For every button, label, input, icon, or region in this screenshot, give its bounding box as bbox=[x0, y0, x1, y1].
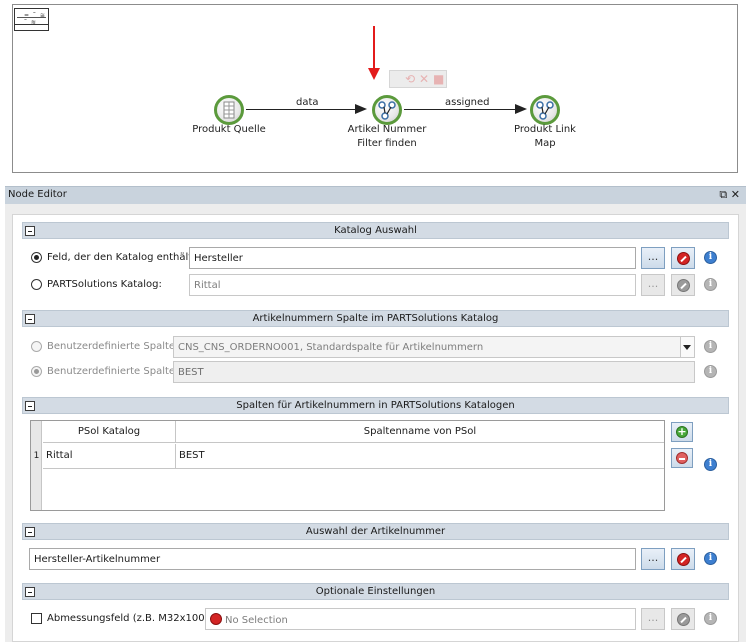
flow-canvas[interactable]: = ˜ ≅ ˜ ≋ bbox=[12, 4, 738, 173]
collapse-icon[interactable] bbox=[25, 527, 35, 537]
edge-assigned-arrow bbox=[515, 104, 527, 114]
section-title: Spalten für Artikelnummern in PARTSoluti… bbox=[236, 400, 515, 411]
partsolutions-clear-button[interactable] bbox=[671, 274, 695, 296]
edge-data-arrow bbox=[355, 104, 367, 114]
column-header-psol-katalog[interactable]: PSol Katalog bbox=[43, 421, 176, 443]
clear-icon bbox=[677, 279, 690, 292]
node-toolbar[interactable]: ⟲ ✕ ■ bbox=[389, 70, 447, 88]
node-produkt-link-map[interactable] bbox=[530, 95, 560, 125]
radio-benutzerdefiniert-2[interactable] bbox=[31, 366, 42, 377]
pointer-arrow-head bbox=[368, 68, 380, 80]
edge-data-line bbox=[246, 109, 356, 110]
artikelnummer-browse-button[interactable]: ... bbox=[641, 548, 665, 570]
clear-icon bbox=[677, 252, 690, 265]
collapse-icon[interactable] bbox=[25, 401, 35, 411]
radio-partsolutions[interactable] bbox=[31, 279, 42, 290]
info-icon[interactable]: i bbox=[704, 340, 717, 353]
node-produkt-quelle-label: Produkt Quelle bbox=[192, 124, 266, 135]
section-title: Artikelnummern Spalte im PARTSolutions K… bbox=[252, 313, 499, 324]
node-editor-titlebar: Node Editor ⧉ ✕ bbox=[5, 186, 746, 204]
section-optionale-einstellungen[interactable]: Optionale Einstellungen bbox=[22, 583, 729, 600]
collapse-icon[interactable] bbox=[25, 226, 35, 236]
info-icon[interactable]: i bbox=[704, 458, 717, 471]
chevron-down-icon bbox=[683, 345, 691, 350]
abmessungsfeld-label[interactable]: Abmessungsfeld (z.B. M32x100): bbox=[47, 613, 212, 624]
spalte-select[interactable]: CNS_CNS_ORDERNO001, Standardspalte für A… bbox=[173, 336, 695, 358]
add-row-button[interactable]: + bbox=[671, 422, 693, 442]
clear-icon bbox=[677, 613, 690, 626]
section-spalten-tabelle[interactable]: Spalten für Artikelnummern in PARTSoluti… bbox=[22, 397, 729, 414]
abmessungsfeld-checkbox[interactable] bbox=[31, 613, 42, 624]
plus-icon: + bbox=[676, 425, 688, 438]
abmessungsfeld-clear-button[interactable] bbox=[671, 608, 695, 630]
feld-katalog-input[interactable]: Hersteller bbox=[189, 247, 636, 269]
window-controls[interactable]: ⧉ ✕ bbox=[719, 188, 740, 201]
refresh-icon[interactable]: ⟲ bbox=[405, 72, 416, 86]
artikelnummer-clear-button[interactable] bbox=[671, 548, 695, 570]
dropdown-button[interactable] bbox=[680, 337, 694, 357]
radio-benutzerdefiniert-1[interactable] bbox=[31, 341, 42, 352]
section-title: Katalog Auswahl bbox=[334, 225, 417, 236]
abmessungsfeld-value: No Selection bbox=[225, 615, 288, 626]
info-icon[interactable]: i bbox=[704, 251, 717, 264]
minimap-icon[interactable]: = ˜ ≅ ˜ ≋ bbox=[14, 8, 49, 31]
column-header-spaltenname[interactable]: Spaltenname von PSol bbox=[176, 421, 664, 443]
radio-benutzerdefiniert-2-label[interactable]: Benutzerdefinierte Spalte: bbox=[47, 366, 179, 377]
spalte-select-value: CNS_CNS_ORDERNO001, Standardspalte für A… bbox=[178, 342, 484, 353]
no-selection-icon bbox=[210, 613, 222, 625]
section-title: Auswahl der Artikelnummer bbox=[305, 526, 446, 537]
radio-feld-label[interactable]: Feld, der den Katalog enthält: bbox=[47, 252, 196, 263]
info-icon[interactable]: i bbox=[704, 612, 717, 625]
section-title: Optionale Einstellungen bbox=[315, 586, 436, 597]
collapse-icon[interactable] bbox=[25, 314, 35, 324]
node-artikel-nummer-filter[interactable] bbox=[372, 95, 402, 125]
partsolutions-katalog-input[interactable]: Rittal bbox=[189, 274, 636, 296]
edge-assigned-label: assigned bbox=[445, 97, 490, 108]
node-artikel-nummer-filter-label: Artikel Nummer Filter finden bbox=[347, 124, 427, 149]
info-icon[interactable]: i bbox=[704, 278, 717, 291]
radio-partsolutions-label[interactable]: PARTSolutions Katalog: bbox=[47, 279, 162, 290]
spalte-custom-input[interactable]: BEST bbox=[173, 361, 695, 383]
edge-assigned-line bbox=[404, 109, 516, 110]
node-produkt-quelle[interactable] bbox=[214, 95, 244, 125]
row-header-column bbox=[31, 421, 42, 510]
graph-icon bbox=[536, 101, 554, 120]
radio-benutzerdefiniert-1-label[interactable]: Benutzerdefinierte Spalte: bbox=[47, 341, 179, 352]
collapse-icon[interactable] bbox=[25, 587, 35, 597]
partsolutions-browse-button[interactable]: ... bbox=[641, 274, 665, 296]
table-icon bbox=[223, 101, 235, 119]
feld-clear-button[interactable] bbox=[671, 247, 695, 269]
minus-icon bbox=[676, 452, 688, 464]
table-cell-spaltenname[interactable]: BEST bbox=[176, 444, 664, 469]
stop-icon[interactable]: ■ bbox=[433, 72, 445, 86]
node-produkt-link-map-label: Produkt Link Map bbox=[514, 124, 576, 149]
section-auswahl-artikelnummer[interactable]: Auswahl der Artikelnummer bbox=[22, 523, 729, 540]
graph-icon bbox=[378, 101, 396, 120]
clear-icon bbox=[677, 553, 690, 566]
remove-row-button[interactable] bbox=[671, 448, 693, 468]
artikelnummer-input[interactable]: Hersteller-Artikelnummer bbox=[29, 548, 636, 570]
close-icon[interactable]: ✕ bbox=[419, 72, 430, 86]
radio-feld[interactable] bbox=[31, 252, 42, 263]
node-editor-title: Node Editor bbox=[8, 189, 67, 200]
abmessungsfeld-browse-button[interactable]: ... bbox=[641, 608, 665, 630]
info-icon[interactable]: i bbox=[704, 552, 717, 565]
section-artikelnummern-spalte[interactable]: Artikelnummern Spalte im PARTSolutions K… bbox=[22, 310, 729, 327]
section-katalog-auswahl[interactable]: Katalog Auswahl bbox=[22, 222, 729, 239]
row-number: 1 bbox=[33, 451, 40, 461]
feld-browse-button[interactable]: ... bbox=[641, 247, 665, 269]
table-cell-katalog[interactable]: Rittal bbox=[43, 444, 176, 469]
spalten-table[interactable]: PSol Katalog Spaltenname von PSol 1 Ritt… bbox=[30, 420, 665, 511]
pointer-arrow-line bbox=[373, 26, 375, 72]
edge-data-label: data bbox=[296, 97, 319, 108]
abmessungsfeld-input[interactable]: No Selection bbox=[205, 608, 636, 630]
info-icon[interactable]: i bbox=[704, 365, 717, 378]
